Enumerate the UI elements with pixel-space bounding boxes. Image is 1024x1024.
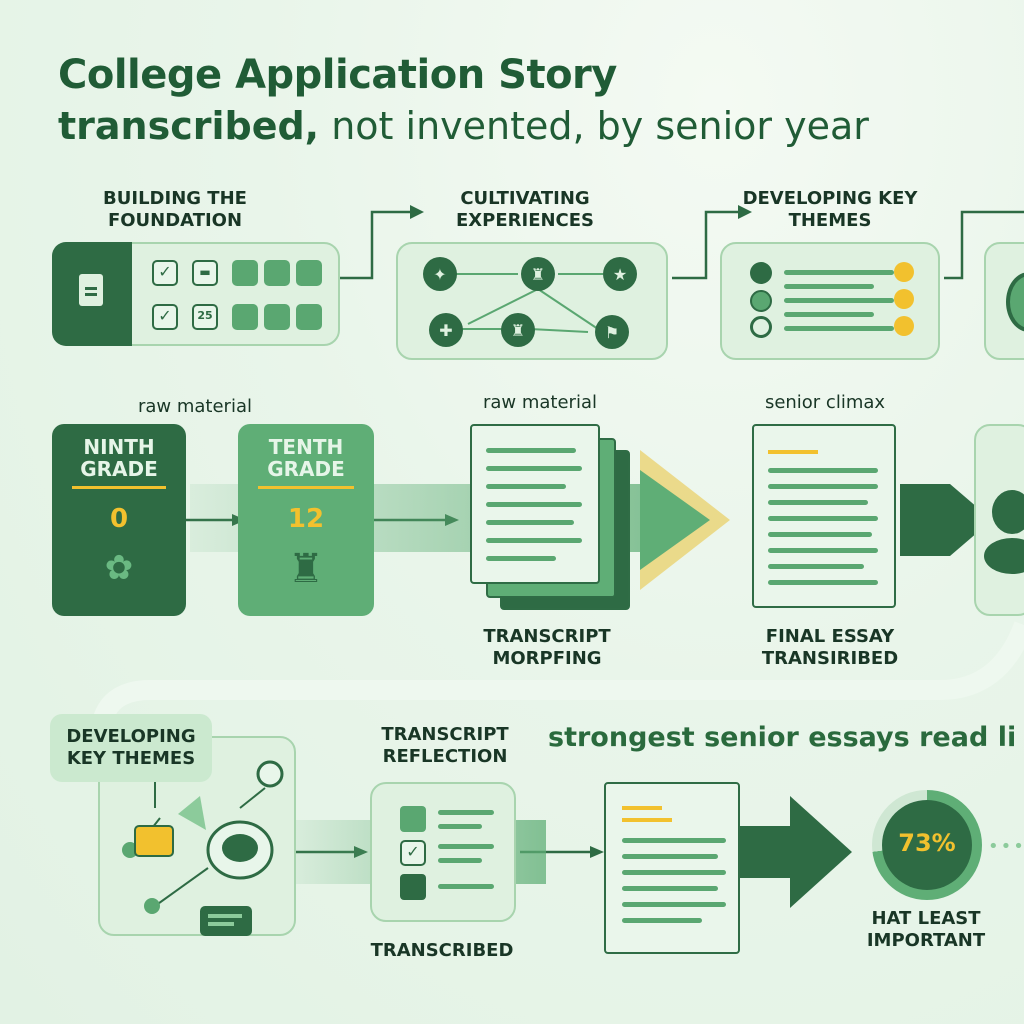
tenth-grade-label: TENTH GRADE [267,435,345,481]
experience-network: ✦ ♜ ★ ✚ ♜ ⚑ [423,257,637,349]
placeholder-square [296,304,322,330]
card-icon: ▬ [192,260,218,286]
step-label-experiences: CULTIVATING EXPERIENCES [455,188,595,231]
trophy-icon: ♜ [288,546,324,592]
svg-text:⚑: ⚑ [605,323,619,342]
subtitle-rest: not invented, by senior year [319,104,869,148]
flower-icon: ✿ [104,548,134,588]
person-body-icon [984,538,1024,574]
theme-bullet [750,262,772,284]
final-essay-doc [752,424,896,608]
text-line [784,284,874,289]
transcript-doc [470,424,600,584]
percent-ring-inner: 73% [882,800,972,890]
placeholder-square [232,304,258,330]
themes-tag: DEVELOPING KEY THEMES [50,714,212,782]
placeholder-square [264,304,290,330]
checkbox-icon: ✓ [152,304,178,330]
essay-doc-bottom [604,782,740,954]
divider [258,486,354,489]
placeholder-square [232,260,258,286]
subtitle-emphasis: transcribed, [58,104,320,148]
svg-text:♜: ♜ [531,265,545,284]
continuation-dots: ••• [988,836,1024,857]
developing-themes-label: DEVELOPING KEY THEMES [66,726,196,769]
ninth-grade-value: 0 [109,504,129,534]
foundation-card: ✓ ▬ ✓ 25 [52,242,340,346]
partial-card-right [984,242,1024,360]
experiences-card: ✦ ♜ ★ ✚ ♜ ⚑ [396,242,668,360]
checklist-checked-icon: ✓ [400,840,426,866]
text-line [784,312,874,317]
step-label-themes: DEVELOPING KEY THEMES [742,188,918,231]
least-important-label: HAT LEAST IMPORTANT [866,908,986,951]
checklist-box [400,806,426,832]
transcript-morphing-label: TRANSCRIPT MORPFING [483,626,611,669]
placeholder-square [296,260,322,286]
ninth-grade-card: NINTH GRADE 0 ✿ [52,424,186,616]
text-line [784,270,894,275]
bottom-arrow [730,796,852,908]
tenth-grade-card: TENTH GRADE 12 ♜ [238,424,374,616]
theme-bubbles [122,754,284,936]
svg-text:★: ★ [613,265,627,284]
partial-card-middle-right [974,424,1024,616]
tenth-grade-value: 12 [287,504,325,534]
theme-bullet [750,316,772,338]
highlight-dot [894,289,914,309]
themes-card [720,242,940,360]
flow-arrows [640,450,992,590]
strongest-essays-text: strongest senior essays read li [548,722,1017,753]
svg-text:✚: ✚ [439,321,452,340]
svg-text:✦: ✦ [433,265,446,284]
percent-ring: 73% [872,790,982,900]
text-line [784,326,894,331]
foundation-doc-panel [52,242,132,346]
theme-bullet [750,290,772,312]
step-label-foundation: BUILDING THE FOUNDATION [103,188,247,231]
text-line [784,298,894,303]
placeholder-square [264,260,290,286]
person-icon [1006,272,1024,332]
senior-climax-label: senior climax [764,392,886,413]
highlight-dot [894,316,914,336]
percent-value: 73% [898,829,956,857]
divider [72,486,166,489]
person-icon [992,490,1024,534]
ninth-grade-label: NINTH GRADE [80,435,158,481]
reflection-card: ✓ [370,782,516,922]
transcribed-label: TRANSCRIBED [370,940,514,961]
raw-material-label: raw material [137,396,252,417]
page-subtitle: transcribed, not invented, by senior yea… [58,104,869,148]
checkbox-icon: ✓ [152,260,178,286]
page-title: College Application Story [58,52,617,98]
raw-material-label-center: raw material [482,392,597,413]
svg-text:♜: ♜ [511,321,525,340]
final-essay-label: FINAL ESSAY TRANSIRIBED [761,626,899,669]
highlight-dot [894,262,914,282]
document-icon [79,274,103,306]
checklist-box [400,874,426,900]
transcript-reflection-label: TRANSCRIPT REFLECTION [381,724,509,767]
calendar-icon: 25 [192,304,218,330]
